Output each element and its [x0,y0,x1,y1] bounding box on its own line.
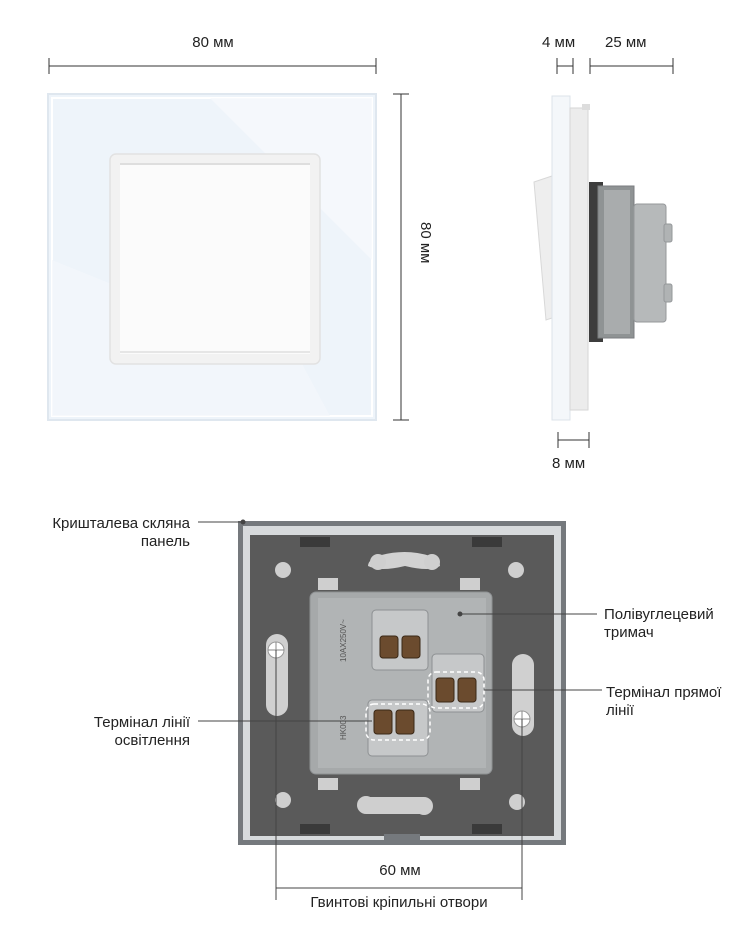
polycarbonate-holder-callout: Полівуглецевий тримач [604,606,714,641]
front-height-label: 80 мм [417,222,434,264]
lighting-line-terminal [365,703,431,741]
lighting-line-terminal-callout: Термінал лінії освітлення [93,714,190,749]
side-view [533,58,674,448]
back-view: 10AX250V~ HK003 [238,521,566,845]
side-dimensions [556,58,674,448]
screw-holes-callout: Гвинтові кріпильні отвори [310,894,488,911]
side-depth-label: 25 мм [605,34,647,51]
side-glass-label: 4 мм [542,34,576,51]
side-frame-label: 8 мм [552,455,586,472]
direct-line-terminal-callout: Термінал прямої лінії [606,684,722,719]
direct-line-terminal [427,671,485,709]
callout-lines [198,519,602,900]
front-height-dimension [393,93,409,421]
front-width-dimension [48,58,377,74]
glass-panel-callout: Кришталева скляна панель [52,515,190,550]
front-view [47,58,409,421]
screw-spacing-label: 60 мм [379,862,421,879]
front-width-label: 80 мм [192,34,234,51]
model-marking: HK003 [339,715,348,740]
rating-marking: 10AX250V~ [339,619,348,662]
